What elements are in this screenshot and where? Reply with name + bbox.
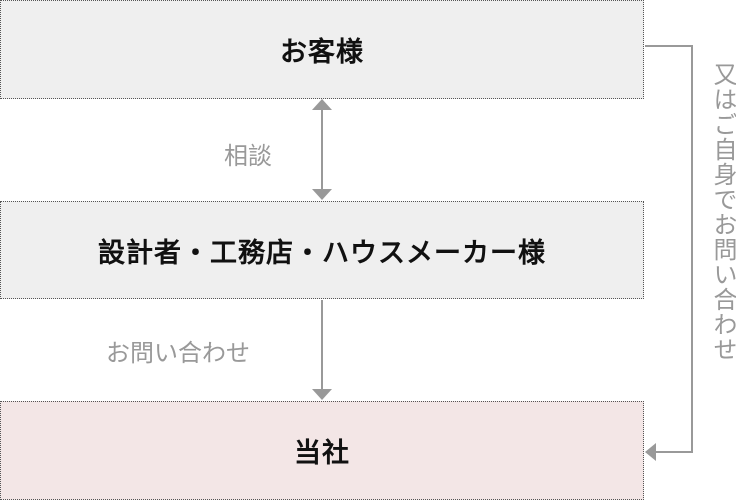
customer-label: お客様 xyxy=(280,37,364,68)
customer-box: お客様 xyxy=(0,0,644,99)
consult-arrow xyxy=(312,99,332,200)
direct-inquiry-arrow xyxy=(645,45,693,461)
company-box: 当社 xyxy=(0,401,644,500)
inquiry-label: お問い合わせ xyxy=(106,339,250,367)
builder-label: 設計者・工務店・ハウスメーカー様 xyxy=(98,237,546,269)
direct-inquiry-label: 又はご自身でお問い合わせ xyxy=(709,62,736,362)
consult-label: 相談 xyxy=(224,142,272,170)
builder-box: 設計者・工務店・ハウスメーカー様 xyxy=(0,201,644,299)
inquiry-arrow xyxy=(312,300,332,400)
company-label: 当社 xyxy=(294,438,350,469)
